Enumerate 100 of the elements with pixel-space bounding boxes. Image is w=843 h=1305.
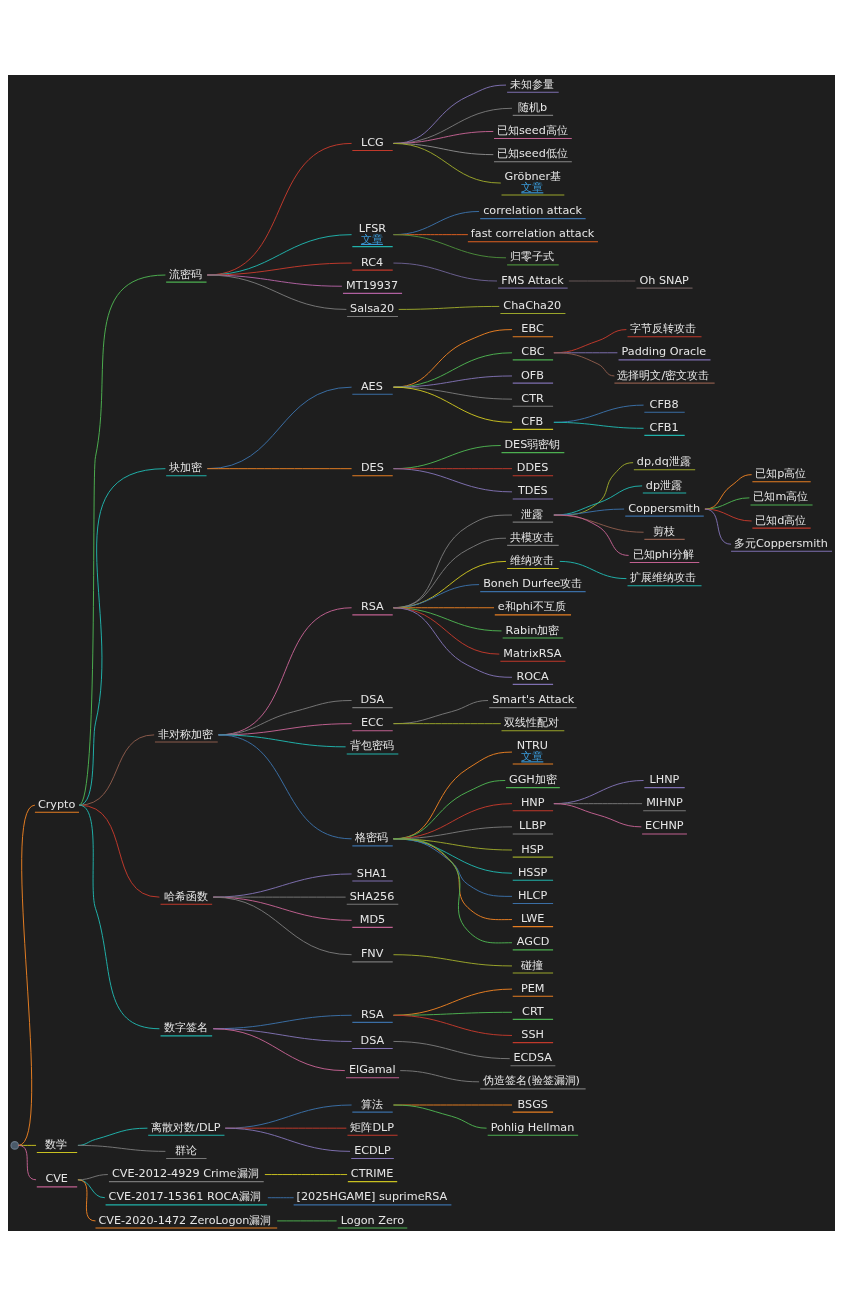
connector [206, 274, 347, 310]
node-text: 已知seed高位 [497, 123, 568, 137]
node-text: 泄露 [521, 507, 544, 521]
node-text: RSA [360, 599, 384, 613]
node-text: RSA [360, 1007, 384, 1021]
node-text: 算法 [360, 1097, 383, 1111]
connector [78, 467, 166, 806]
node-text: FNV [360, 946, 384, 960]
connector [392, 1104, 488, 1129]
node-text: 字节反转攻击 [630, 321, 697, 335]
node-text: CTR [521, 391, 544, 405]
node-text: 哈希函数 [163, 889, 208, 903]
connector [206, 386, 353, 469]
node-text: OFB [520, 368, 544, 382]
node-text: LHNP [649, 772, 680, 786]
connector [392, 1040, 511, 1059]
node-text: BSGS [517, 1097, 548, 1111]
node-text: Smart's Attack [492, 692, 575, 706]
node-text: HNP [520, 795, 545, 809]
node-text: 格密码 [355, 830, 389, 844]
node-text: e和phi不互质 [497, 599, 566, 613]
connector [78, 804, 160, 1029]
node-text: CVE-2017-15361 ROCA漏洞 [108, 1189, 262, 1203]
node-text: 随机b [517, 100, 548, 114]
connector [392, 1014, 513, 1036]
node-text: MatrixRSA [503, 646, 562, 660]
node-text: MIHNP [646, 795, 683, 809]
node-text: Salsa20 [350, 301, 395, 315]
node-text: EBC [521, 321, 544, 335]
node-text: Boneh Durfee攻击 [483, 576, 583, 590]
node-text: 已知d高位 [755, 513, 807, 527]
node-text: Oh SNAP [639, 273, 689, 287]
node-text: 双线性配对 [504, 715, 560, 729]
node-text: 离散对数/DLP [151, 1120, 221, 1134]
connector [398, 305, 500, 310]
connector [77, 1144, 166, 1152]
node-text: dp泄露 [645, 478, 683, 491]
node-text: MT19937 [345, 278, 399, 292]
node-text: LLBP [519, 818, 547, 832]
connector [553, 421, 645, 429]
connector [206, 467, 353, 469]
connector [553, 351, 615, 376]
connector [704, 473, 753, 510]
connector [568, 280, 636, 281]
node-text: CFB [521, 414, 544, 428]
node-text: 群论 [174, 1143, 197, 1157]
node-text: 已知seed低位 [497, 146, 568, 160]
connector [553, 514, 630, 556]
node-text: RC4 [360, 255, 384, 269]
connector [218, 733, 353, 839]
node-text: CVE-2020-1472 ZeroLogon漏洞 [98, 1213, 272, 1227]
node-text: Gröbner基 文章 [504, 169, 562, 194]
connector [392, 606, 513, 678]
node-text: 背包密码 [349, 738, 394, 752]
node-text: 伪造签名(验签漏洞) [483, 1073, 580, 1087]
node-text: PEM [520, 981, 545, 995]
node-text: 共模攻击 [510, 530, 555, 544]
connector [78, 733, 155, 806]
node-text: DES弱密钥 [504, 437, 561, 451]
node-text: 已知m高位 [753, 489, 809, 503]
connector [392, 953, 513, 966]
connector [392, 467, 513, 492]
node-text: 选择明文/密文攻击 [617, 368, 710, 382]
node-text: ECDSA [513, 1050, 552, 1064]
node-text: 已知p高位 [755, 466, 807, 480]
node-text: NTRU 文章 [516, 738, 549, 763]
node-text: CVE-2012-4929 Crime漏洞 [111, 1166, 259, 1180]
node-text: FMS Attack [501, 273, 564, 287]
node-text: DSA [360, 692, 385, 706]
node-text: 归零子式 [510, 249, 555, 263]
node-text: 维纳攻击 [510, 553, 555, 567]
node-text: Pohlig Hellman [490, 1120, 575, 1134]
node-text: 流密码 [169, 267, 203, 281]
node-text: 块加密 [169, 460, 203, 474]
connector [212, 896, 347, 898]
connector [392, 328, 513, 388]
node-text: DSA [360, 1033, 385, 1047]
connector [77, 1127, 148, 1146]
node-text: HSSP [517, 865, 548, 879]
node-text: 数学 [45, 1137, 68, 1151]
node-text: CTRIME [350, 1166, 394, 1180]
connector [276, 1219, 338, 1221]
node-text: Padding Oracle [621, 344, 707, 358]
node-text: CFB8 [649, 397, 679, 411]
node-text: 扩展维纳攻击 [630, 570, 697, 584]
node-text: CVE [45, 1171, 68, 1185]
node-text: LCG [360, 135, 384, 149]
connector [78, 274, 166, 806]
connector [392, 374, 513, 388]
node-text: CRT [522, 1004, 544, 1018]
node-text: DDES [516, 460, 549, 474]
node-text: ECC [360, 715, 384, 729]
node-text: Logon Zero [340, 1213, 405, 1227]
node-text: dp,dq泄露 [636, 454, 691, 468]
connector [704, 496, 750, 510]
node-text: [2025HGAME] suprimeRSA [296, 1189, 448, 1203]
node-text: ROCA [516, 669, 549, 683]
node-text: HLCP [517, 888, 548, 902]
node-text: SSH [521, 1027, 544, 1041]
node-text: Crypto [37, 797, 76, 811]
